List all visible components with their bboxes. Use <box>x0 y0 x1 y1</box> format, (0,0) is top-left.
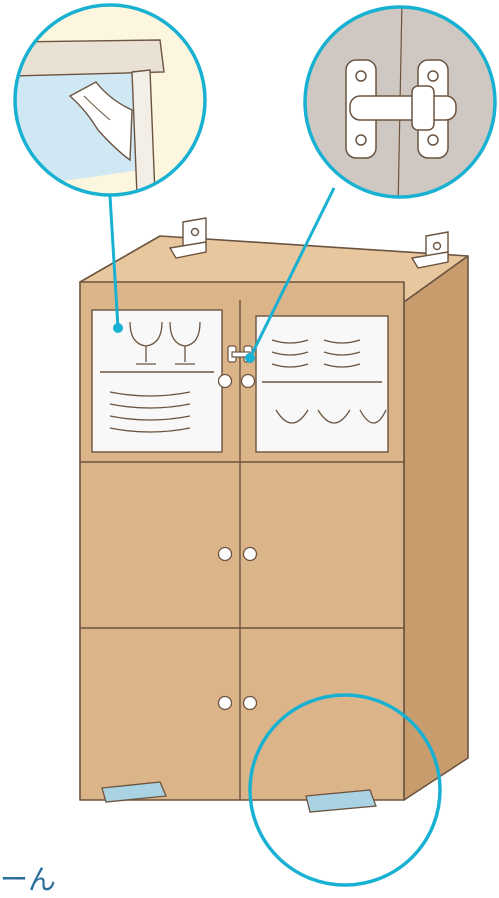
callout-dot <box>113 323 123 333</box>
knob-icon <box>244 697 257 710</box>
knob-icon <box>219 375 232 388</box>
knob-icon <box>244 548 257 561</box>
knob-icon <box>219 548 232 561</box>
callout-dot <box>245 353 255 363</box>
knob-icon <box>219 697 232 710</box>
glass-window-right <box>256 316 388 452</box>
caption-fragment: ーん <box>0 866 56 894</box>
door-latch-callout <box>300 0 499 210</box>
glass-window-left <box>92 310 222 452</box>
knob-icon <box>242 375 255 388</box>
glass-film-callout <box>0 0 220 220</box>
l-bracket-icon <box>412 232 448 268</box>
cabinet-side <box>404 256 468 800</box>
